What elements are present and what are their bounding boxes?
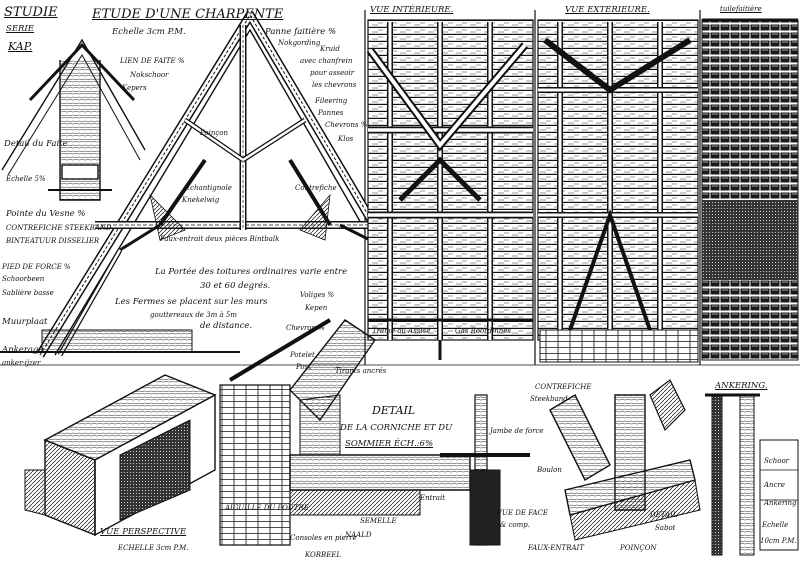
label-schoor2: Schoor — [764, 457, 789, 465]
label-voliges: Voliges % — [300, 291, 335, 299]
label-schoorbeen: Schoorbeen — [2, 275, 45, 283]
label-gas-boordinnes: Gas Boordinnes — [455, 327, 511, 335]
label-sabliere: Sablière basse — [2, 289, 54, 297]
label-contrefiche2: CONTREFICHE — [535, 383, 592, 391]
label-chevron2: Chevron % — [286, 324, 325, 332]
tuilefaitiere-heading: tuilefaitière — [720, 5, 762, 13]
perspective-heading: VUE PERSPECTIVE — [100, 527, 187, 537]
echelle-right-1: Echelle — [762, 521, 789, 529]
sheet-serie: SERIE — [6, 24, 34, 34]
label-kepen: Kepen — [305, 304, 328, 312]
label-echelle-5: Echelle 5% — [6, 175, 46, 183]
detail-heading: DETAIL — [372, 404, 416, 417]
interior-view-drawing — [366, 19, 534, 360]
label-pied-de-force: PIED DE FORCE % — [2, 263, 71, 271]
label-nokschoor: Nokschoor — [130, 71, 169, 79]
label-text-fermes-3: de distance. — [200, 321, 253, 331]
label-klos: Klos — [338, 135, 354, 143]
label-ankering-sub: Ankering — [764, 499, 797, 507]
label-knekelwig: Knekelwig — [182, 196, 220, 204]
label-ancre: Ancre — [764, 481, 785, 489]
label-ancrage: anker-ijzer — [2, 359, 41, 367]
label-entrait2: Entrait — [420, 494, 446, 502]
label-faux-entrait2: FAUX-ENTRAIT — [528, 544, 584, 552]
label-consoles: Consoles en pierre — [290, 534, 357, 542]
ankering-heading: ANKERING. — [715, 381, 768, 391]
label-contrefiche-steekband: CONTREFICHE STEEKBAND — [6, 224, 112, 232]
label-pannes: Pannes — [318, 109, 344, 117]
label-kruid: Kruid — [320, 45, 340, 53]
label-ankerage: Ankerage — [2, 345, 44, 355]
joint-details-drawing — [549, 379, 701, 541]
label-faux-entrait: Faux-entrait deux pièces Bintbalk — [160, 235, 280, 243]
exterior-view-drawing — [537, 19, 699, 363]
detail-subheading-1: DE LA CORNICHE ET DU — [340, 423, 453, 433]
label-post: Post — [296, 363, 312, 371]
label-potelet: Potelet — [290, 351, 315, 359]
label-jambe-de-force: Jambe de force — [490, 427, 544, 435]
label-vue-compl: & comp. — [500, 521, 530, 529]
main-truss-drawing — [0, 9, 384, 358]
label-avec-chanfrein: avec chanfrein — [300, 57, 353, 65]
label-detail-faite: Detail du Faite — [4, 139, 68, 149]
echelle-right-2: 10cm P.M. — [760, 537, 797, 545]
interior-view-heading: VUE INTÉRIEURE. — [370, 5, 454, 15]
label-panne-faitiere: Panne faitière % — [265, 27, 337, 37]
label-lien-de-faite: LIEN DE FAITE % — [120, 57, 185, 65]
post-strut-drawing — [440, 394, 530, 546]
label-muurplaat: Muurplaat — [2, 317, 48, 327]
cornice-detail-drawing — [219, 318, 471, 546]
label-sabot: Sabot — [655, 524, 676, 532]
label-kepers: Kepers — [122, 84, 147, 92]
label-korbeel: KORBEEL — [305, 551, 342, 559]
label-pour-asseoir: pour asseoir — [310, 69, 355, 77]
perspective-beam-drawing — [24, 374, 217, 537]
label-poincon: Poinçon — [200, 129, 229, 137]
label-echantignole: Echantignole — [185, 184, 232, 192]
perspective-scale: ECHELLE 3cm P.M. — [118, 544, 189, 552]
label-nokgording: Nokgording — [278, 39, 321, 47]
sheet-studie: STUDIE — [4, 5, 58, 20]
label-detail-r: DETAIL — [650, 511, 678, 519]
label-steekband: Steekband — [530, 395, 568, 403]
label-text-portee-1: La Portée des toitures ordinaires varie … — [155, 267, 348, 277]
label-binteatuur: BINTEATUUR DISSELIER — [6, 237, 100, 245]
ridge-detail-drawing — [1, 38, 146, 201]
label-vue-de-face: VUE DE FACE — [497, 509, 549, 517]
detail-subheading-2: SOMMIER ÉCH.:6% — [345, 439, 434, 449]
label-trame-assise: Trame ou Assise — [372, 327, 431, 335]
ankering-drawing — [705, 393, 799, 556]
label-fileering: Fileering — [315, 97, 348, 105]
exterior-view-heading: VUE EXTERIEURE. — [565, 5, 650, 15]
label-tirants: Tirants ancrés — [335, 367, 387, 375]
label-semelle: SEMELLE — [360, 517, 397, 525]
section-dividers — [0, 10, 800, 366]
label-contrefiche: Contrefiche — [295, 184, 337, 192]
label-aiguille-poutre: AIGUILLE DU POUTRE — [225, 504, 309, 512]
label-chevrons: Chevrons % — [325, 121, 368, 129]
label-naald: NAALD — [345, 531, 372, 539]
sheet-kap: KAP. — [8, 40, 33, 53]
label-pointe-de-vesne: Pointe du Vesne % — [6, 209, 86, 219]
label-text-fermes-2: gouttereaux de 3m à 5m — [150, 311, 237, 319]
label-boulon: Boulon — [537, 466, 562, 474]
label-text-portee-2: 30 et 60 degrés. — [200, 281, 271, 291]
sheet-title: ETUDE D'UNE CHARPENTE — [92, 7, 284, 22]
label-text-fermes-1: Les Fermes se placent sur les murs — [115, 297, 268, 307]
label-poincon2: POINÇON — [620, 544, 657, 552]
tiled-roof-drawing — [701, 18, 799, 361]
sheet-scale: Echelle 3cm P.M. — [112, 27, 186, 37]
label-les-chevrons: les chevrons — [312, 81, 357, 89]
